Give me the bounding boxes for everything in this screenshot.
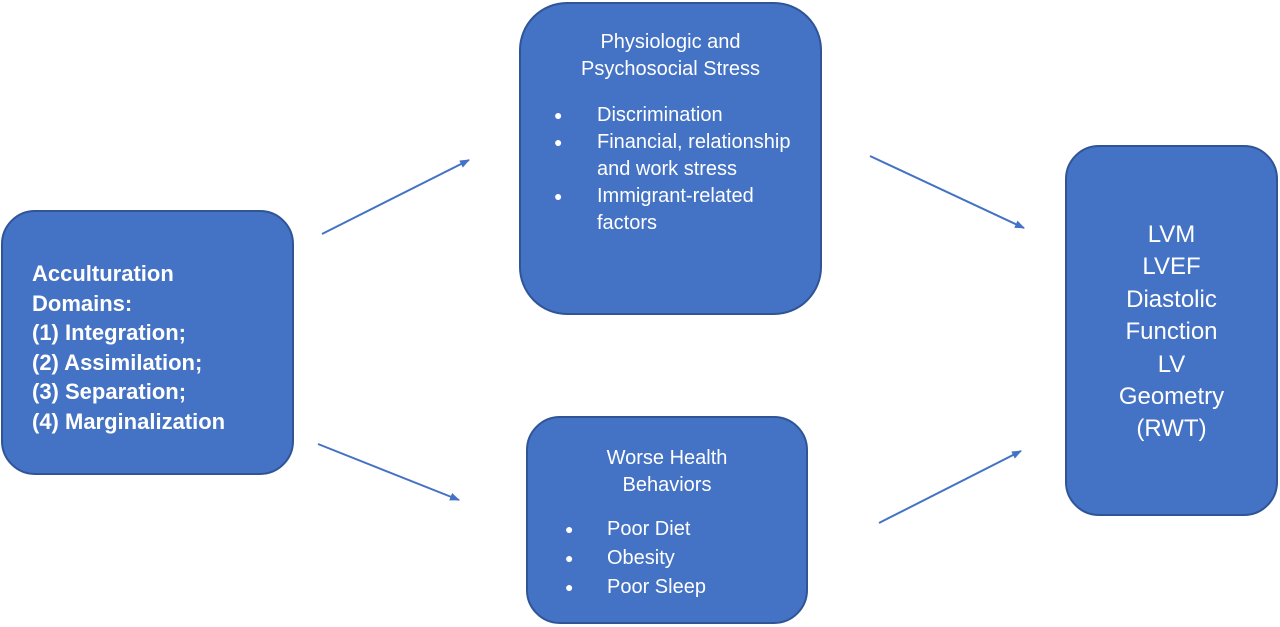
bullet-icon: ●	[565, 521, 574, 537]
stress-box: Physiologic and Psychosocial Stress ● Dis…	[519, 2, 822, 315]
behaviors-title-line: Worse Health	[606, 447, 728, 469]
outcome-line: LVEF	[1142, 253, 1201, 281]
acculturation-line: (2) Assimilation;	[32, 349, 203, 375]
bullet-icon: ●	[554, 188, 563, 204]
arrow-acculturation-to-stress	[321, 159, 470, 235]
stress-item-label: Immigrant-related factors	[597, 185, 754, 234]
behavior-item-label: Poor Diet	[607, 518, 691, 540]
acculturation-domains-box: Acculturation Domains: (1) Integration; …	[1, 210, 294, 475]
list-item: ● Obesity	[528, 544, 806, 573]
outcome-line: Diastolic	[1126, 285, 1217, 313]
behaviors-title: Worse Health Behaviors	[528, 445, 806, 499]
outcome-line: LV	[1157, 350, 1186, 378]
bullet-icon: ●	[554, 134, 563, 150]
acculturation-line: Domains:	[32, 290, 133, 316]
acculturation-line: Acculturation	[32, 261, 174, 286]
bullet-icon: ●	[565, 579, 574, 595]
health-behaviors-box: Worse Health Behaviors ● Poor Diet ● Obesi…	[526, 416, 808, 624]
behaviors-list: ● Poor Diet ● Obesity ● Poor Sleep	[528, 515, 806, 602]
stress-list: ● Discrimination ● Financial, relationship…	[521, 102, 820, 237]
arrow-stress-to-outcomes	[869, 155, 1025, 229]
behaviors-title-line: Behaviors	[622, 474, 712, 496]
bullet-icon: ●	[554, 107, 563, 123]
list-item: ● Discrimination	[521, 102, 820, 129]
arrow-acculturation-to-behaviors	[317, 443, 460, 501]
behavior-item-label: Poor Sleep	[607, 576, 706, 598]
outcome-line: (RWT)	[1136, 415, 1207, 443]
stress-title-line: Physiologic and	[600, 31, 741, 53]
stress-item-label: Discrimination	[597, 104, 723, 126]
list-item: ● Poor Diet	[528, 515, 806, 544]
list-item: ● Financial, relationship and work stress	[521, 129, 820, 183]
acculturation-line: (4) Marginalization	[32, 408, 226, 434]
cardiac-outcomes-box: LVM LVEF Diastolic Function LV Geometry …	[1065, 145, 1278, 516]
list-item: ● Poor Sleep	[528, 573, 806, 602]
behavior-item-label: Obesity	[607, 547, 675, 569]
bullet-icon: ●	[565, 550, 574, 566]
outcome-line: Geometry	[1118, 383, 1225, 411]
acculturation-line: (1) Integration;	[32, 320, 186, 346]
stress-item-label: Financial, relationship and work stress	[597, 131, 791, 180]
stress-title: Physiologic and Psychosocial Stress	[521, 29, 820, 83]
outcome-line: Function	[1125, 318, 1218, 346]
list-item: ● Immigrant-related factors	[521, 183, 820, 237]
acculturation-line: (3) Separation;	[32, 379, 187, 405]
arrow-behaviors-to-outcomes	[878, 450, 1022, 524]
stress-title-line: Psychosocial Stress	[581, 58, 760, 80]
outcome-line: LVM	[1147, 221, 1196, 248]
